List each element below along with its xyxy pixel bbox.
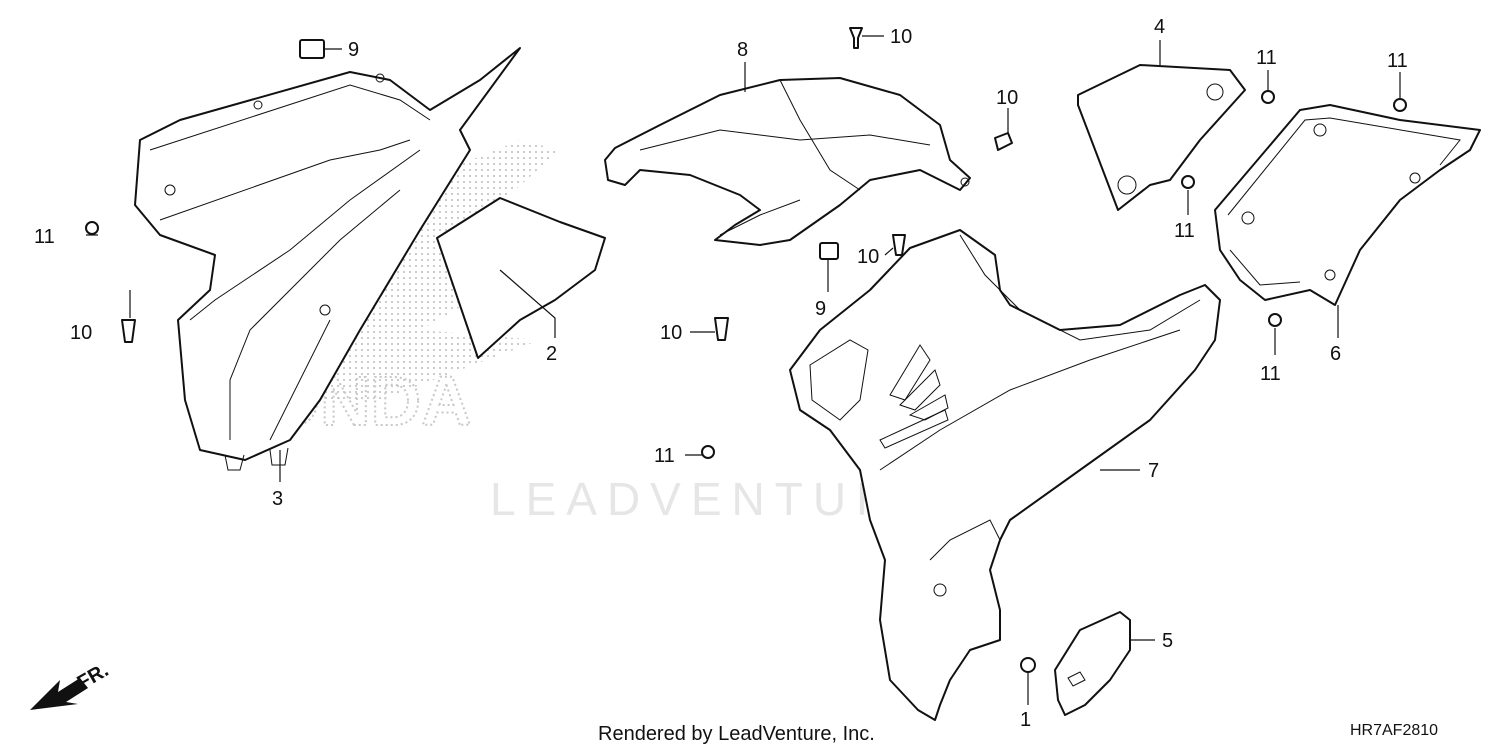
arrow-left-down-icon: [30, 678, 88, 710]
leadventure-watermark: LEADVENTURE: [490, 473, 940, 525]
leader-lines: [86, 35, 1401, 705]
callout-3: 3: [272, 488, 283, 510]
fastener-clips: [85, 27, 1407, 673]
callout-9-a: 9: [348, 39, 359, 61]
callout-10-b: 10: [996, 87, 1018, 109]
callout-10-a: 10: [890, 26, 912, 48]
callout-8: 8: [737, 39, 748, 61]
callout-11-c: 11: [1256, 47, 1277, 69]
part-6-side-panel[interactable]: [1214, 104, 1481, 306]
callout-4: 4: [1154, 16, 1165, 38]
callout-6: 6: [1330, 343, 1341, 365]
callout-9-b: 9: [815, 298, 826, 320]
part-11-screw-f: [1268, 313, 1282, 327]
part-5-lid[interactable]: [1054, 611, 1131, 716]
callout-2: 2: [546, 343, 557, 365]
honda-emblem: [879, 344, 949, 449]
part-10-clip-e: [121, 319, 136, 343]
part-11-screw-b: [701, 445, 715, 459]
part-3-inner-cover[interactable]: [134, 47, 521, 471]
part-10-clip-d: [714, 317, 729, 341]
part-10-clip-b: [994, 132, 1013, 151]
part-7-side-cover[interactable]: [789, 229, 1221, 721]
part-11-screw-c: [1261, 90, 1275, 104]
part-4-protector[interactable]: [1077, 64, 1246, 211]
part-11-screw-a: [85, 221, 99, 235]
part-8-upper-cover[interactable]: [604, 77, 971, 246]
part-9-grommet-a: [299, 39, 325, 59]
part-11-screw-e: [1393, 98, 1407, 112]
part-10-clip-a: [849, 27, 863, 49]
callout-1: 1: [1020, 709, 1031, 731]
part-9-grommet-b: [819, 242, 839, 260]
callout-11-a: 11: [34, 226, 55, 248]
part-10-clip-c: [892, 234, 906, 256]
callout-10-e: 10: [70, 322, 92, 344]
front-direction-indicator: FR.: [30, 659, 112, 710]
callout-7: 7: [1148, 460, 1159, 482]
callout-10-d: 10: [660, 322, 682, 344]
part-2-sheet[interactable]: [436, 197, 606, 359]
part-1-nut: [1020, 657, 1036, 673]
callout-11-b: 11: [654, 445, 675, 467]
callout-numbers: 1 2 3 4 5 6 7 8 9 9 10 10 10 10 10 11 11…: [34, 16, 1408, 731]
callout-11-e: 11: [1387, 50, 1408, 72]
callout-10-c: 10: [857, 246, 879, 268]
callout-5: 5: [1162, 630, 1173, 652]
footer-credit: Rendered by LeadVenture, Inc.: [598, 723, 875, 745]
callout-11-f: 11: [1260, 363, 1281, 385]
diagram-code: HR7AF2810: [1350, 722, 1438, 739]
part-11-screw-d: [1181, 175, 1195, 189]
callout-11-d: 11: [1174, 220, 1195, 242]
